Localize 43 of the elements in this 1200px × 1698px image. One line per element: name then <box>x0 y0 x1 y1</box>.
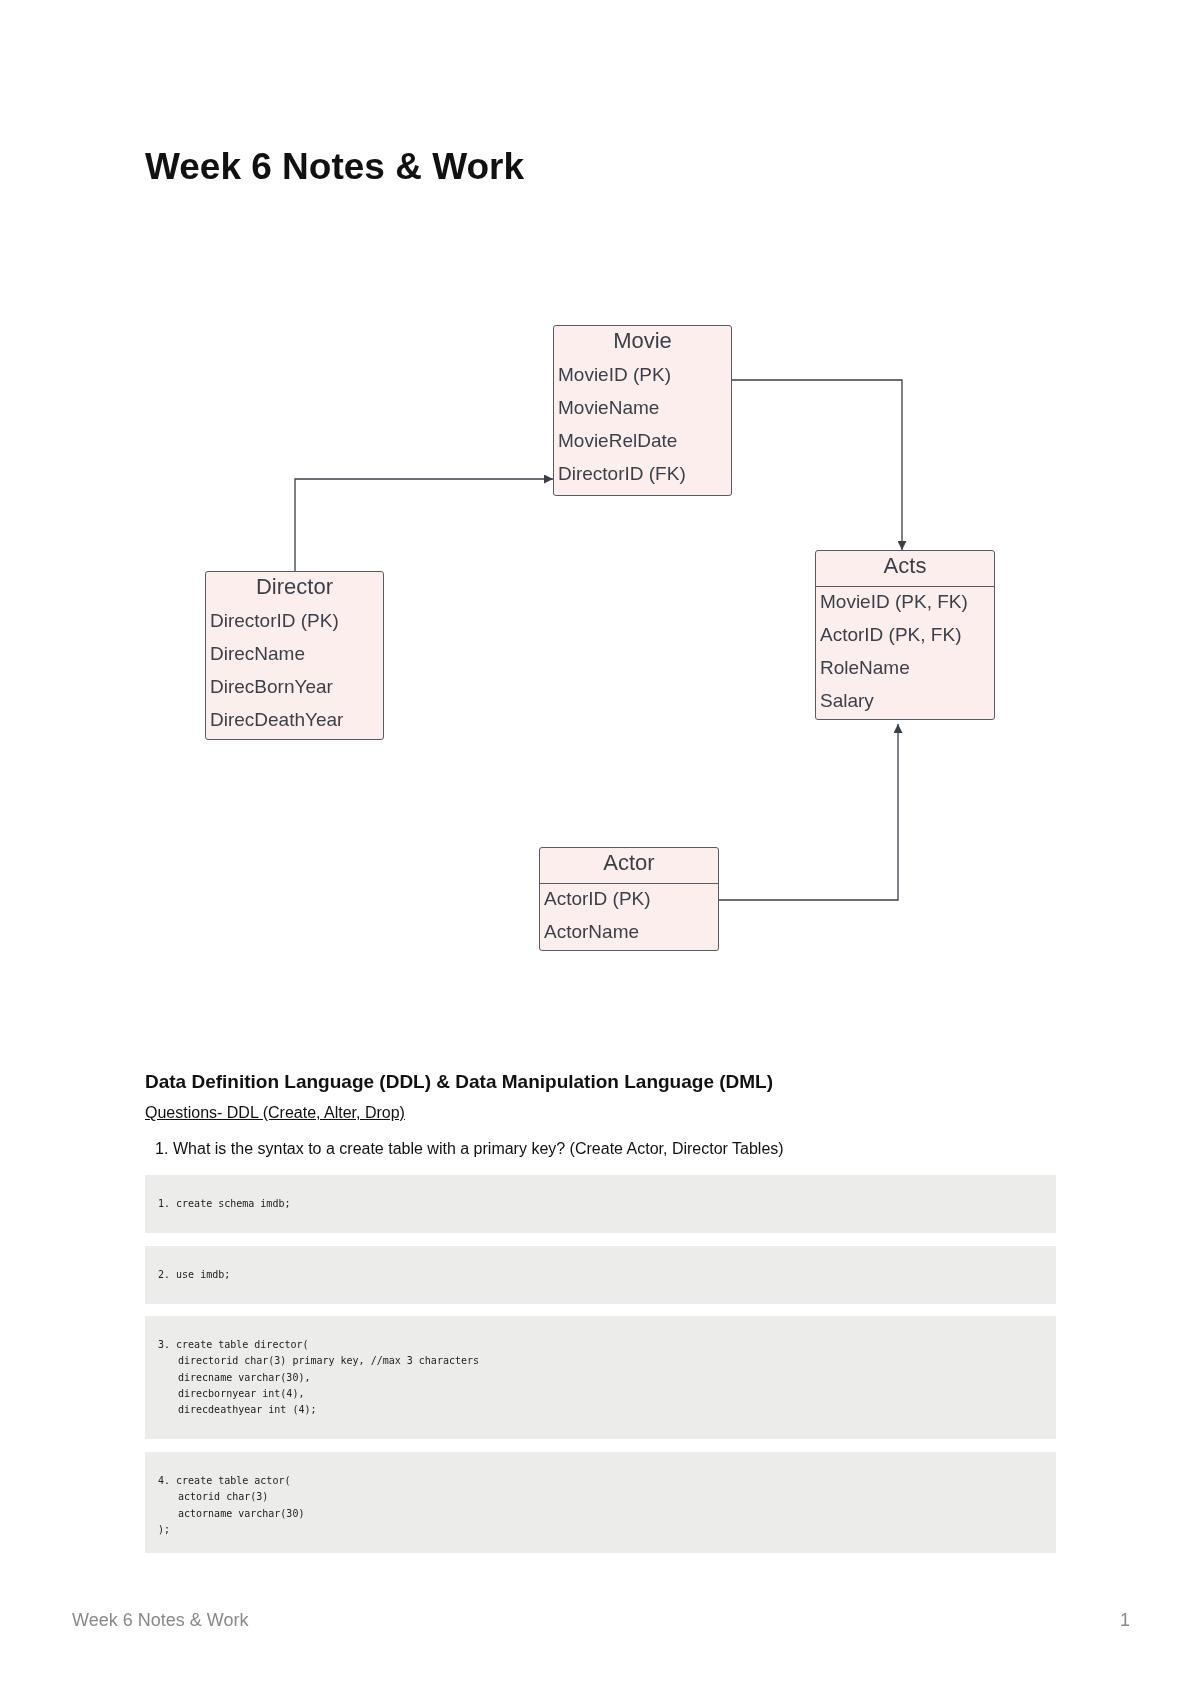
list-number: 1. <box>155 1140 169 1158</box>
code-line: 3. create table director( <box>158 1339 309 1350</box>
entity-table <box>553 325 732 496</box>
entity-table <box>815 550 995 720</box>
table-name: Actor <box>602 850 656 876</box>
table-name: Acts <box>882 553 928 579</box>
subheading: Questions- DDL (Create, Alter, Drop) <box>145 1104 405 1122</box>
column-name: ActorName <box>544 921 640 943</box>
column-name: ActorID (PK, FK) <box>820 624 962 646</box>
code-line: 2. use imdb; <box>158 1269 231 1280</box>
column-name: DirecBornYear <box>210 676 333 698</box>
column-name: DirecName <box>210 643 306 665</box>
relationship-arrow <box>718 723 903 901</box>
code-line: 4. create table actor( <box>158 1475 291 1486</box>
column-name: MovieID (PK, FK) <box>820 591 968 613</box>
column-name: DirectorID (FK) <box>558 463 686 485</box>
code-line: direcdeathyear int (4); <box>178 1404 317 1416</box>
entity-table <box>539 847 719 951</box>
code-line: actorname varchar(30) <box>178 1507 305 1519</box>
code-line: actorid char(3) <box>178 1491 269 1503</box>
code-line: direcname varchar(30), <box>178 1371 311 1383</box>
column-name: MovieID (PK) <box>558 364 671 386</box>
column-name: RoleName <box>820 657 910 679</box>
column-name: DirectorID (PK) <box>210 610 339 632</box>
entity-table <box>205 571 384 740</box>
code-line: directorid char(3) primary key, //max 3 characters <box>178 1355 480 1367</box>
relationship-arrow <box>294 474 554 572</box>
page-title: Week 6 Notes & Work <box>145 146 525 188</box>
relationship-arrow <box>731 379 907 551</box>
footer-text: Week 6 Notes & Work <box>72 1610 249 1631</box>
code-line: ); <box>158 1523 171 1535</box>
code-line: 1. create schema imdb; <box>158 1198 291 1209</box>
code-line: direcbornyear int(4), <box>178 1387 305 1399</box>
page-number: 1 <box>1120 1610 1130 1631</box>
column-name: ActorID (PK) <box>544 888 651 910</box>
section-heading: Data Definition Language (DDL) & Data Manipulation Language (DML) <box>145 1071 774 1093</box>
table-name: Director <box>255 574 334 600</box>
column-name: MovieRelDate <box>558 430 678 452</box>
column-name: Salary <box>820 690 874 712</box>
table-name: Movie <box>612 328 673 354</box>
question-text: What is the syntax to a create table with a primary key? (Create Actor, Director Tables) <box>173 1140 784 1158</box>
column-name: MovieName <box>558 397 660 419</box>
column-name: DirecDeathYear <box>210 709 344 731</box>
